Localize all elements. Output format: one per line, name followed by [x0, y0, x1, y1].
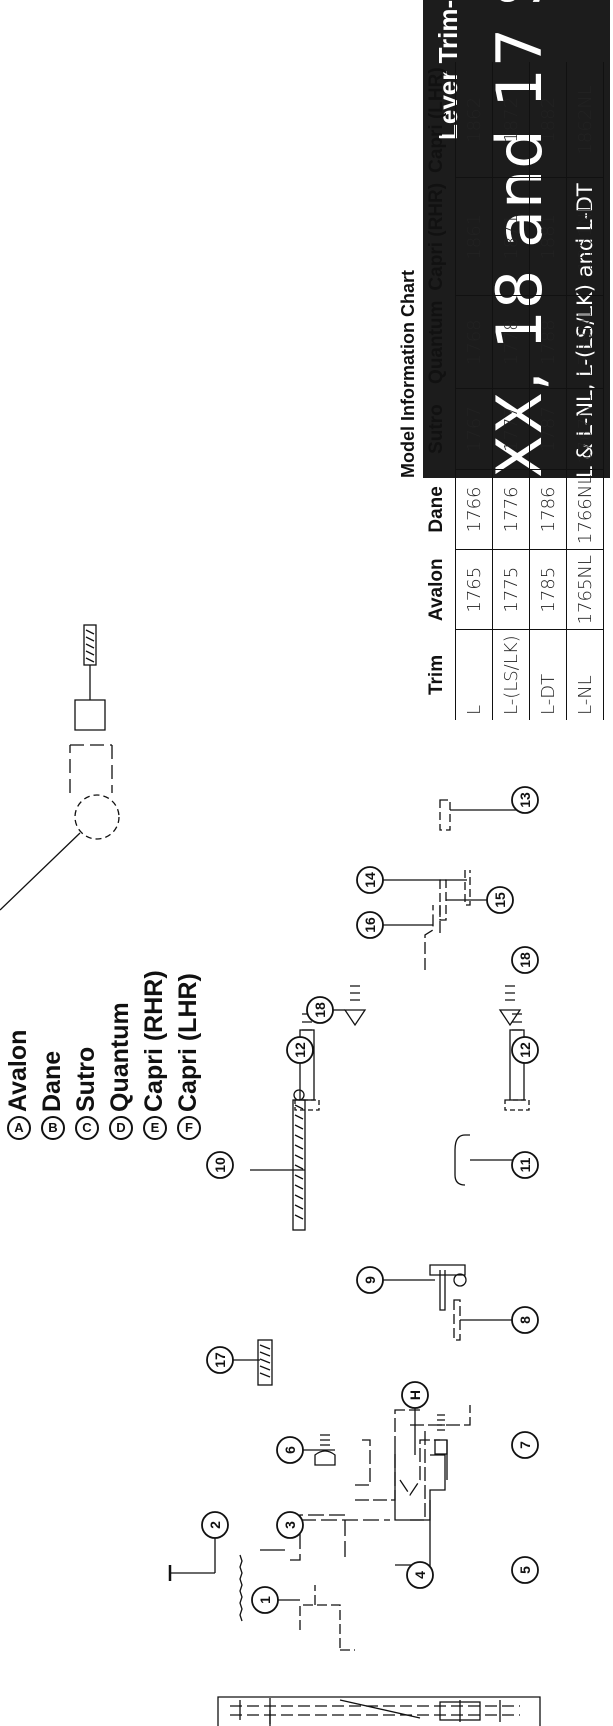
part-8-bar: [453, 1299, 461, 1341]
callout-9: 9: [356, 1266, 384, 1294]
svg-text:H: H: [407, 1390, 423, 1400]
callout-13: 13: [511, 786, 539, 814]
callout-12b: 12: [511, 1036, 539, 1064]
part-15-bar: [439, 879, 447, 921]
svg-text:12: 12: [517, 1042, 533, 1058]
svg-text:18: 18: [517, 952, 533, 968]
callout-18: 18: [306, 996, 334, 1024]
part-4-slide: [290, 1514, 390, 1561]
part-12-post: [504, 1013, 530, 1111]
svg-text:15: 15: [492, 892, 508, 908]
part-6-screw-icon: [314, 1434, 336, 1466]
callout-11: 11: [511, 1151, 539, 1179]
callout-8: 8: [511, 1306, 539, 1334]
svg-text:9: 9: [362, 1276, 378, 1284]
part-18-screw-icon: [498, 985, 522, 1027]
svg-text:1: 1: [257, 1596, 273, 1604]
trim-housing: [217, 1696, 541, 1726]
callout-3: 3: [276, 1511, 304, 1539]
svg-text:7: 7: [517, 1441, 533, 1449]
part-12-post: [294, 1013, 320, 1111]
lever-spring-icon: [83, 624, 97, 666]
callout-15: 15: [486, 886, 514, 914]
title-block: Lever Trim- Concealed XX, 18 and 17 S L …: [423, 0, 610, 478]
part-5-latch: [394, 1450, 446, 1521]
svg-text:10: 10: [212, 1157, 228, 1173]
part-10-spring-icon: [292, 1089, 306, 1231]
part-17-spring-icon: [257, 1339, 273, 1386]
svg-text:18: 18: [312, 1002, 328, 1018]
svg-text:8: 8: [517, 1316, 533, 1324]
part-2-pin: [168, 1565, 215, 1581]
part-9-catch: [429, 1264, 467, 1311]
svg-text:5: 5: [517, 1566, 533, 1574]
part-11-clip: [454, 1134, 470, 1186]
svg-text:3: 3: [282, 1521, 298, 1529]
part-13-plate: [439, 799, 451, 831]
callout-2: 2: [201, 1511, 229, 1539]
callout-12: 12: [286, 1036, 314, 1064]
callout-17: 17: [206, 1346, 234, 1374]
callout-1: 1: [251, 1586, 279, 1614]
callout-7: 7: [511, 1431, 539, 1459]
legend-leader-line: [0, 832, 81, 911]
svg-text:13: 13: [517, 792, 533, 808]
svg-text:2: 2: [207, 1521, 223, 1529]
callout-4: 4: [406, 1561, 434, 1589]
svg-text:14: 14: [362, 872, 378, 888]
part-1-bracket: [299, 1585, 355, 1651]
part-18-screw-icon: [343, 985, 367, 1027]
callout-5: 5: [511, 1556, 539, 1584]
part-h-latch-assembly: [355, 1405, 471, 1521]
callout-10: 10: [206, 1151, 234, 1179]
part-7-screw-icon: [434, 1414, 448, 1455]
callout-14: 14: [356, 866, 384, 894]
svg-text:11: 11: [517, 1157, 533, 1172]
callout-h: H: [401, 1381, 429, 1409]
svg-text:17: 17: [212, 1352, 228, 1368]
part-14-pin: [464, 870, 471, 906]
lever-handle: [69, 624, 120, 840]
callout-18b: 18: [511, 946, 539, 974]
svg-text:6: 6: [282, 1446, 298, 1454]
part-16-arm: [424, 905, 441, 970]
callout-6: 6: [276, 1436, 304, 1464]
part-3-spring-icon: [239, 1554, 243, 1622]
svg-text:12: 12: [292, 1042, 308, 1058]
svg-text:16: 16: [362, 917, 378, 933]
svg-text:4: 4: [412, 1571, 428, 1579]
callout-16: 16: [356, 911, 384, 939]
